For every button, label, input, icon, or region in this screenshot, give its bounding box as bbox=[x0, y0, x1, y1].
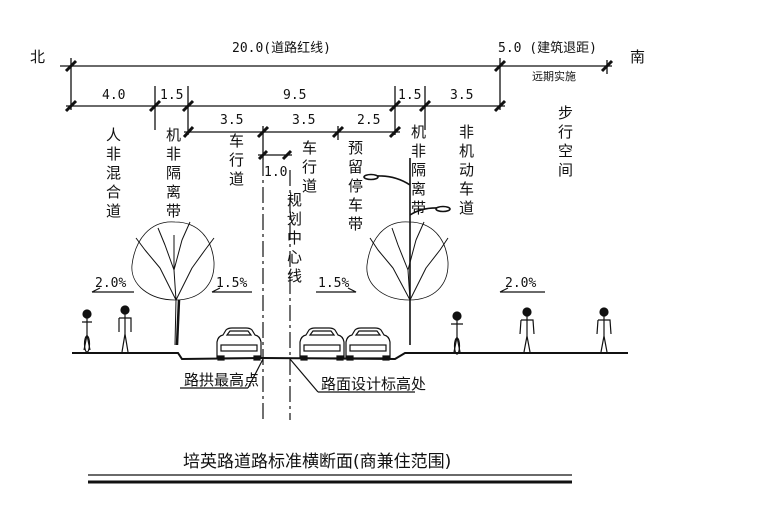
dim-sep-left-width: 1.5 bbox=[160, 88, 183, 103]
setback-dimension: 5.0 (建筑退距) bbox=[498, 40, 597, 56]
slope-arrow-4 bbox=[499, 287, 545, 293]
slope-arrow-3 bbox=[316, 287, 357, 293]
zone-sep-left: 机非隔离带 bbox=[164, 127, 182, 222]
slope-arrow-1 bbox=[91, 287, 134, 293]
callout-leaders bbox=[180, 358, 415, 393]
dim-parking: 2.5 bbox=[357, 113, 380, 128]
lane-ticks bbox=[182, 125, 402, 161]
zone-mixed: 人非混合道 bbox=[104, 127, 122, 222]
callout-design-elevation: 路面设计标高处 bbox=[321, 375, 426, 393]
zone-walk: 步行空间 bbox=[556, 105, 574, 181]
top-ticks bbox=[64, 59, 614, 73]
drawing-title: 培英路道路标准横断面(商兼住范围) bbox=[183, 452, 451, 472]
dim-sep-right-width: 1.5 bbox=[398, 88, 421, 103]
cyclist-left bbox=[82, 309, 92, 353]
street-lamp bbox=[363, 158, 451, 345]
ground-profile bbox=[72, 352, 628, 361]
cyclist-right bbox=[451, 311, 463, 355]
dim-carriageway-width: 9.5 bbox=[283, 88, 306, 103]
tree-left bbox=[131, 221, 215, 346]
car-2 bbox=[299, 327, 345, 361]
dim-nonmotor-width: 3.5 bbox=[450, 88, 473, 103]
zone-nonmotor: 非机动车道 bbox=[457, 124, 475, 219]
zone-sep-right: 机非隔离带 bbox=[409, 124, 427, 219]
slope-lane-right: 1.5% bbox=[318, 276, 349, 291]
middle-ticks bbox=[64, 99, 507, 113]
red-line-dimension: 20.0(道路红线) bbox=[232, 40, 331, 56]
dim-lane-a: 3.5 bbox=[220, 113, 243, 128]
zone-centerline: 规划中心线 bbox=[285, 192, 303, 287]
zone-lane-a: 车行道 bbox=[227, 133, 245, 190]
pedestrian-left bbox=[118, 305, 132, 353]
dim-mixed-width: 4.0 bbox=[102, 88, 125, 103]
zone-lane-b: 车行道 bbox=[300, 140, 318, 197]
pedestrian-right-2 bbox=[596, 307, 612, 353]
tree-right bbox=[366, 221, 449, 301]
pedestrian-right-1 bbox=[519, 307, 535, 353]
slope-arrow-2 bbox=[211, 287, 252, 293]
callout-crown: 路拱最高点 bbox=[184, 371, 259, 389]
lane-dimension-line bbox=[184, 126, 400, 160]
north-label: 北 bbox=[30, 48, 45, 66]
zone-parking: 预留停车带 bbox=[346, 140, 364, 235]
slope-mixed: 2.0% bbox=[95, 276, 126, 291]
slope-walk: 2.0% bbox=[505, 276, 536, 291]
car-3 bbox=[345, 327, 391, 361]
slope-lane-left: 1.5% bbox=[216, 276, 247, 291]
dim-lane-b: 3.5 bbox=[292, 113, 315, 128]
south-label: 南 bbox=[630, 48, 645, 66]
far-term-note: 远期实施 bbox=[532, 69, 576, 83]
dim-center-offset: 1.0 bbox=[264, 165, 287, 180]
top-dimension-line bbox=[60, 58, 612, 110]
car-1 bbox=[216, 327, 262, 361]
